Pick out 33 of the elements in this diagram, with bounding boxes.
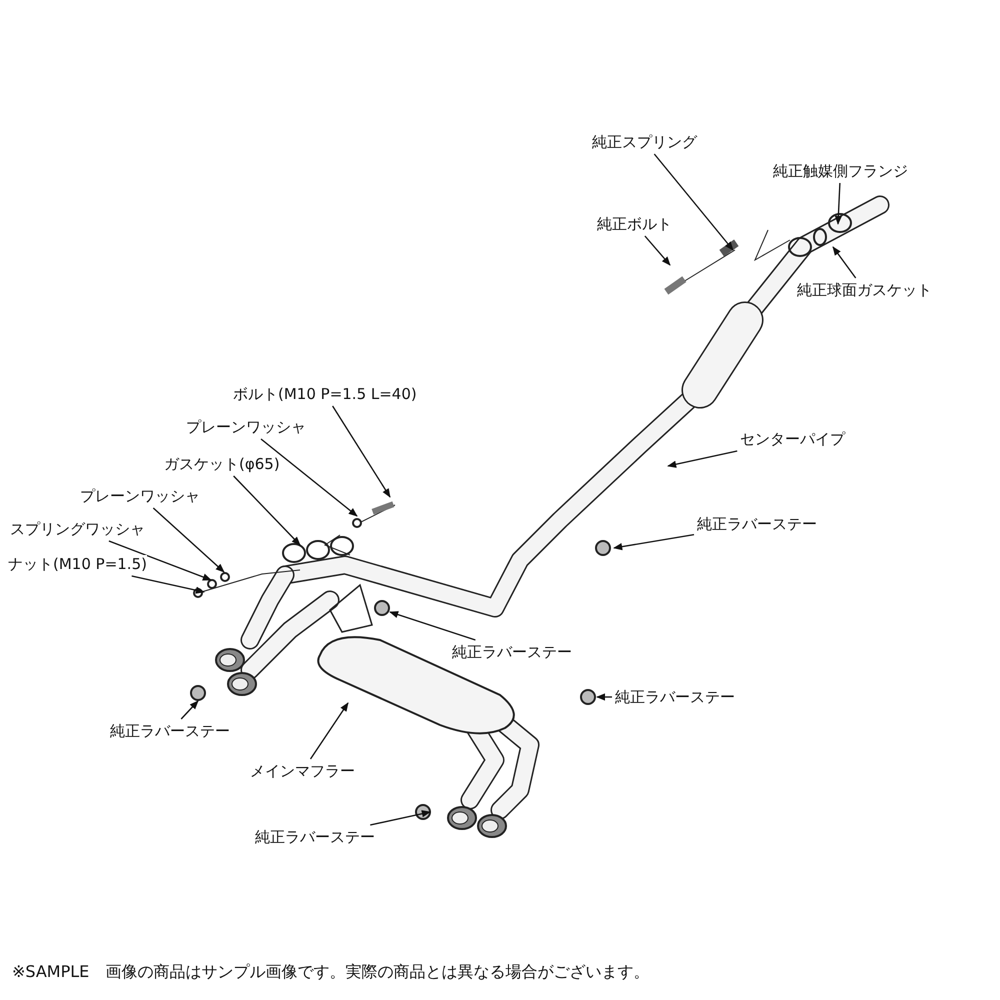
part-label: ボルト(M10 P=1.5 L=40) — [233, 385, 417, 403]
part-label: プレーンワッシャ — [80, 487, 200, 505]
part-label: ガスケット(φ65) — [164, 455, 280, 473]
leader-line — [132, 575, 205, 594]
leader-line — [332, 406, 391, 498]
part-label: メインマフラー — [250, 762, 355, 780]
part-label: センターパイプ — [740, 430, 845, 448]
leader-line — [834, 182, 842, 225]
leader-line — [370, 810, 431, 826]
leader-line — [667, 450, 738, 468]
leader-line — [310, 702, 349, 760]
leader-line — [832, 246, 856, 278]
leader-line — [152, 508, 225, 573]
part-label: 純正ラバーステー — [697, 515, 817, 533]
leader-line — [644, 236, 671, 266]
leader-line — [389, 611, 476, 641]
leader-line — [260, 438, 358, 517]
part-label: 純正スプリング — [592, 133, 697, 151]
part-label: スプリングワッシャ — [10, 520, 145, 538]
caption: ※SAMPLE 画像の商品はサンプル画像です。実際の商品とは異なる場合がございます。 — [12, 962, 650, 983]
leader-line — [108, 540, 212, 581]
leader-line — [596, 693, 612, 701]
part-label: 純正ラバーステー — [255, 828, 375, 846]
leader-line — [654, 154, 734, 251]
part-label: ナット(M10 P=1.5) — [8, 555, 147, 573]
leader-line — [613, 534, 694, 550]
part-label: 純正ラバーステー — [452, 643, 572, 661]
part-label: プレーンワッシャ — [186, 418, 306, 436]
part-label: 純正ラバーステー — [615, 688, 735, 706]
part-label: 純正触媒側フランジ — [773, 162, 908, 180]
leader-line — [180, 700, 199, 720]
leader-line — [233, 476, 301, 546]
part-label: 純正ラバーステー — [110, 722, 230, 740]
